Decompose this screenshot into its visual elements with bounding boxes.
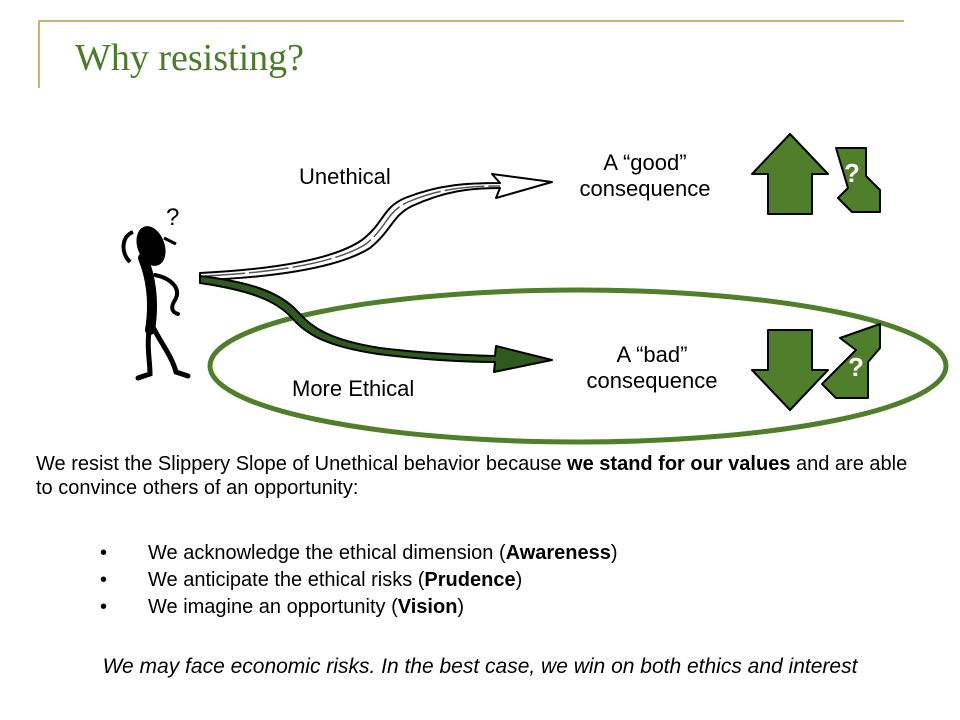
ethical-path xyxy=(199,275,553,373)
bullet-bold: Vision xyxy=(397,596,458,618)
unethical-path-inner xyxy=(204,185,501,277)
bad-consequence-line2: consequence xyxy=(586,368,718,393)
unethical-label: Unethical xyxy=(299,164,391,189)
title-frame-left xyxy=(38,20,40,88)
intro-after: and are able to convince others of an op… xyxy=(36,453,908,499)
thinking-figure xyxy=(121,226,191,381)
good-consequence-line1: A “good” xyxy=(603,150,687,175)
closing-statement: We may face economic risks. In the best … xyxy=(102,655,858,678)
good-question-badge: ? xyxy=(844,158,860,188)
ethical-ellipse xyxy=(207,287,949,445)
down-arrow-icon xyxy=(751,329,829,411)
down-right-arrow-icon xyxy=(835,147,881,213)
list-item: We imagine an opportunity (Vision) xyxy=(100,594,618,621)
intro-bold: we stand for our values xyxy=(567,453,791,475)
virtue-list: We acknowledge the ethical dimension (Aw… xyxy=(100,540,618,621)
list-item: We acknowledge the ethical dimension (Aw… xyxy=(100,540,618,567)
list-item: We anticipate the ethical risks (Prudenc… xyxy=(100,567,618,594)
title-frame-top xyxy=(38,20,904,22)
bullet-before: We anticipate the ethical risks ( xyxy=(148,569,425,591)
bullet-after: ) xyxy=(515,569,523,591)
bad-question-badge: ? xyxy=(848,352,864,382)
bullet-before: We acknowledge the ethical dimension ( xyxy=(148,542,506,564)
bullet-after: ) xyxy=(457,596,465,618)
bullet-bold: Prudence xyxy=(424,569,516,591)
intro-paragraph: We resist the Slippery Slope of Unethica… xyxy=(36,452,916,500)
intro-before: We resist the Slippery Slope of Unethica… xyxy=(36,453,568,475)
bullet-bold: Awareness xyxy=(505,542,611,564)
bullet-before: We imagine an opportunity ( xyxy=(148,596,398,618)
good-consequence: A “good” consequence xyxy=(562,150,728,202)
up-arrow-icon xyxy=(751,133,829,215)
unethical-path xyxy=(199,173,553,281)
bad-consequence-line1: A “bad” xyxy=(616,342,688,367)
up-right-arrow-icon xyxy=(821,323,881,399)
figure-question: ? xyxy=(166,204,180,231)
bullet-after: ) xyxy=(610,542,618,564)
good-consequence-line2: consequence xyxy=(579,176,711,201)
bad-consequence: A “bad” consequence xyxy=(566,342,738,394)
ethical-label: More Ethical xyxy=(292,376,415,401)
slide-title: Why resisting? xyxy=(75,37,305,79)
